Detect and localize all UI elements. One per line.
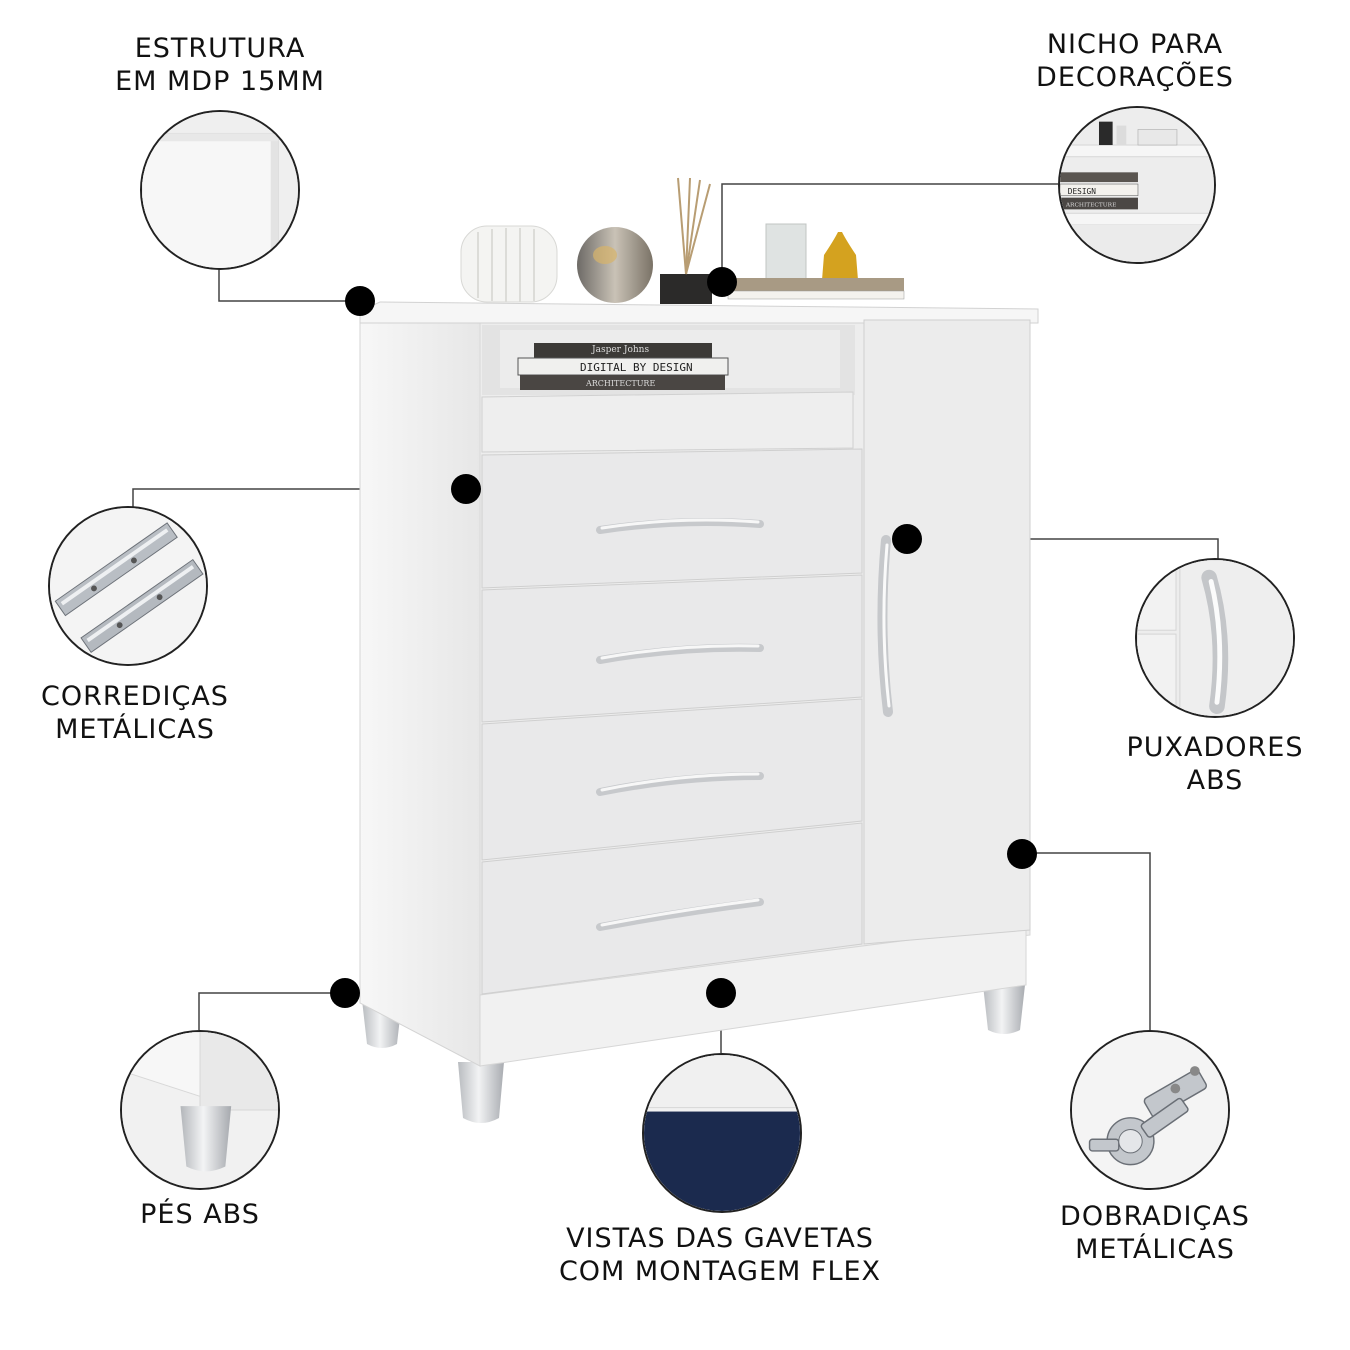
label-hinges-line2: METÁLICAS	[1075, 1234, 1235, 1265]
label-structure-line1: ESTRUTURA	[134, 33, 306, 64]
niche-books-icon: DESIGN ARCHITECTURE	[1058, 106, 1216, 264]
callout-dot-hinges	[1007, 839, 1037, 869]
leader-niche	[721, 183, 1058, 282]
metal-hinge-icon	[1070, 1030, 1230, 1190]
leader-slides	[132, 488, 465, 508]
label-drawer-fronts-line1: VISTAS DAS GAVETAS	[566, 1223, 874, 1254]
top-board	[359, 301, 1039, 324]
label-drawer-fronts: VISTAS DAS GAVETAS COM MONTAGEM FLEX	[540, 1222, 900, 1288]
top-flap	[481, 391, 854, 453]
drawer-1	[481, 448, 863, 589]
callout-dot-slides	[451, 474, 481, 504]
label-niche-line1: NICHO PARA	[1046, 29, 1224, 60]
label-hinges-line1: DOBRADIÇAS	[1060, 1201, 1250, 1232]
label-structure-line2: EM MDP 15MM	[115, 66, 325, 97]
door	[863, 319, 1031, 945]
handle-2	[596, 643, 764, 664]
label-niche: NICHO PARA DECORAÇÕES	[1010, 28, 1260, 94]
label-structure: ESTRUTURA EM MDP 15MM	[100, 32, 340, 98]
book-spine-3: ARCHITECTURE	[585, 379, 655, 388]
book-spine-1: Jasper Johns	[591, 345, 649, 355]
handle-icon	[1135, 558, 1295, 718]
leader-hinges	[1022, 852, 1151, 1033]
handle-4	[596, 898, 764, 931]
label-handles-line1: PUXADORES	[1126, 732, 1304, 763]
label-slides-line2: METÁLICAS	[55, 714, 215, 745]
handle-3	[596, 772, 764, 796]
label-handles-line2: ABS	[1186, 765, 1244, 796]
callout-dot-feet	[330, 978, 360, 1008]
top-decorations	[460, 177, 905, 304]
label-slides: CORREDIÇAS METÁLICAS	[20, 680, 250, 746]
base-plinth	[479, 924, 1027, 1067]
leader-feet	[198, 992, 345, 1030]
leg-back-right	[983, 985, 1025, 1034]
niche-book-spine-2: ARCHITECTURE	[1065, 202, 1116, 208]
label-hinges: DOBRADIÇAS METÁLICAS	[1040, 1200, 1270, 1266]
label-feet: PÉS ABS	[100, 1198, 300, 1231]
callout-dot-niche	[707, 267, 737, 297]
side-panel	[359, 317, 481, 1067]
structure-corner-icon	[140, 110, 300, 270]
leader-structure	[218, 268, 360, 302]
label-handles: PUXADORES ABS	[1100, 731, 1330, 797]
book-spine-2: DIGITAL BY DESIGN	[580, 361, 693, 374]
callout-dot-structure	[345, 286, 375, 316]
drawer-4	[481, 822, 863, 995]
niche-book-spine-1: DESIGN	[1068, 187, 1096, 196]
handle-1	[596, 518, 764, 534]
label-feet-line1: PÉS ABS	[140, 1199, 260, 1230]
label-slides-line1: CORREDIÇAS	[41, 681, 229, 712]
drawer-front-swatch-icon	[642, 1053, 802, 1213]
label-niche-line2: DECORAÇÕES	[1036, 62, 1234, 93]
callout-dot-handles	[892, 524, 922, 554]
metal-slides-icon	[48, 506, 208, 666]
foot-icon	[120, 1030, 280, 1190]
label-drawer-fronts-line2: COM MONTAGEM FLEX	[558, 1256, 882, 1287]
callout-dot-drawer-fronts	[706, 978, 736, 1008]
leg-front	[458, 1062, 504, 1123]
